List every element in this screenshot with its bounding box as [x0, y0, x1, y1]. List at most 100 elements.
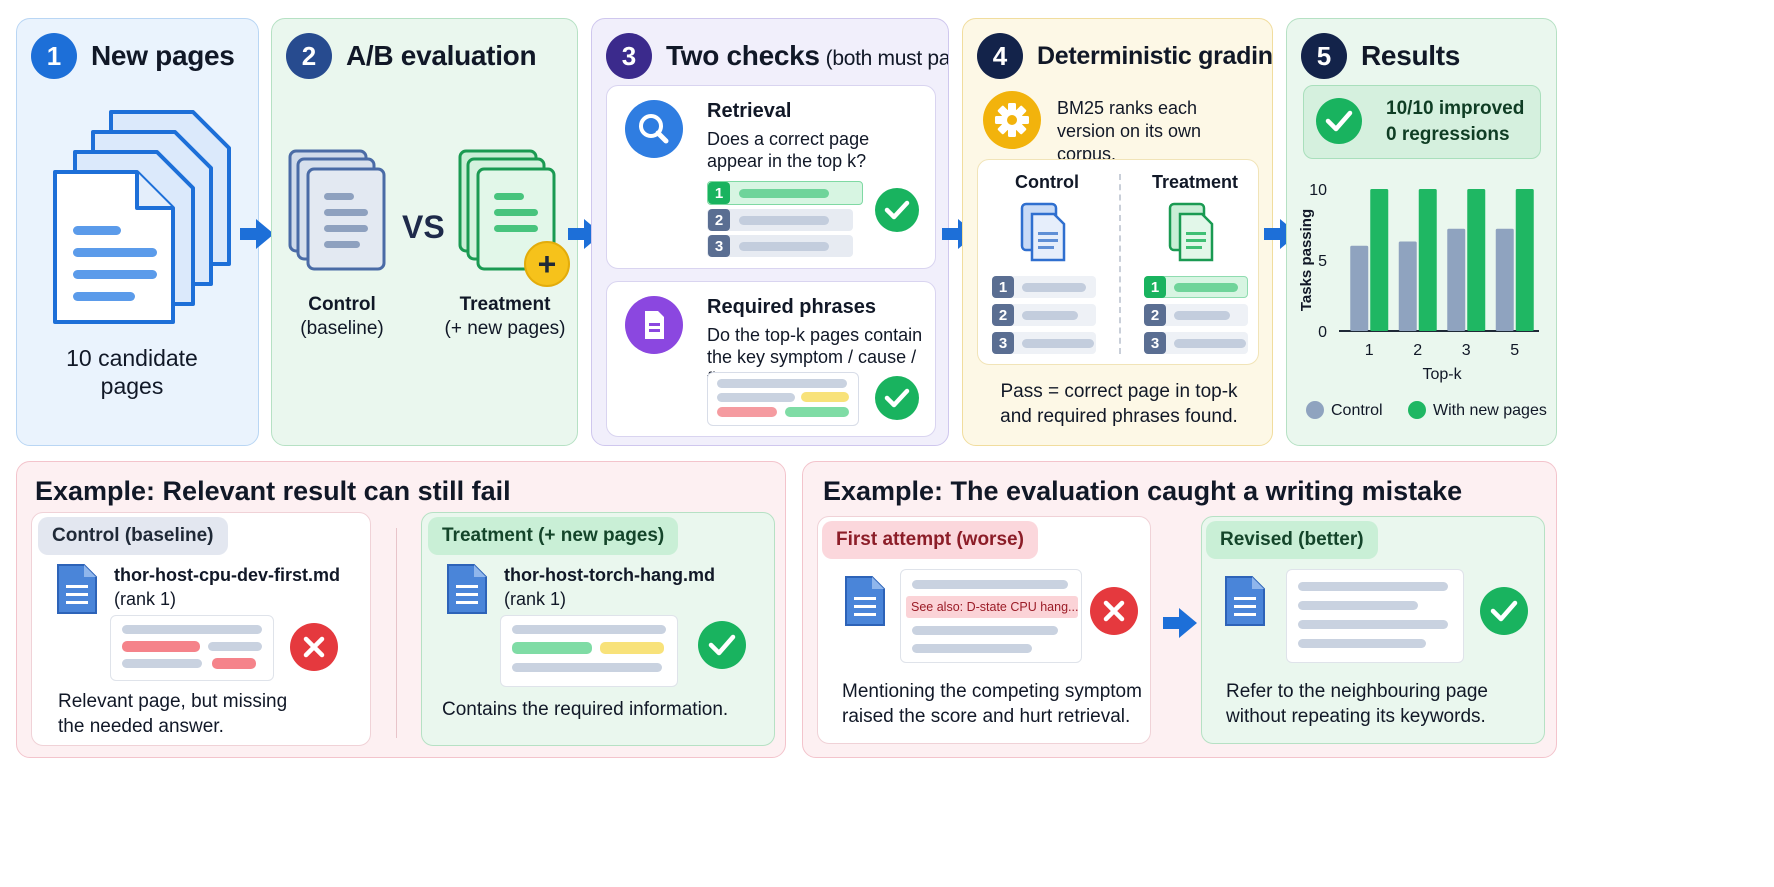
results-summary: 10/10 improved 0 regressions [1303, 85, 1541, 159]
grading-comparison-card: Control Treatment 1 2 3 1 2 3 [977, 159, 1259, 365]
document-icon [1225, 576, 1265, 626]
arrow-icon [568, 219, 602, 249]
rank-line [1174, 339, 1246, 348]
example-1-title: Example: Relevant result can still fail [35, 476, 511, 506]
rank-line [739, 242, 829, 251]
snippet-line [122, 625, 262, 634]
bar-treatment [1370, 189, 1389, 331]
document-icon [57, 564, 97, 614]
control-caption: Relevant page, but missing the needed an… [58, 691, 288, 737]
check-icon [1316, 98, 1362, 144]
divider [396, 528, 397, 738]
document-icon [447, 564, 487, 614]
highlight-phrase [785, 407, 849, 417]
panel-deterministic-grading: 4 Deterministic grading BM25 ranks each … [962, 18, 1273, 446]
snippet-line [912, 580, 1068, 589]
example-relevant-can-fail: Example: Relevant result can still fail … [16, 461, 786, 758]
x-tick-label: 3 [1462, 342, 1471, 359]
x-icon [1090, 587, 1138, 635]
snippet-line [717, 379, 847, 388]
treatment-rank: (rank 1) [504, 589, 567, 609]
rank-line [1174, 311, 1230, 320]
gear-icon [983, 91, 1041, 149]
treatment-file-name: thor-host-torch-hang.md [504, 565, 715, 585]
rank-number: 3 [992, 332, 1014, 354]
bar-treatment [1515, 189, 1534, 331]
step-5-number: 5 [1301, 33, 1347, 79]
step-5-header: 5 Results [1301, 33, 1460, 79]
check-icon [875, 188, 919, 232]
step-3-header: 3 Two checks(both must pass) [606, 33, 948, 79]
bar-control [1447, 228, 1466, 331]
step-3-number: 3 [606, 33, 652, 79]
x-tick-label: 5 [1510, 342, 1519, 359]
rank-number: 2 [1144, 304, 1166, 326]
bar-control [1398, 241, 1417, 331]
example-1-treatment-card: Treatment (+ new pages) thor-host-torch-… [421, 512, 775, 746]
example-1-control-card: Control (baseline) thor-host-cpu-dev-fir… [31, 512, 371, 746]
retrieval-question: Does a correct page appear in the top k? [707, 129, 870, 171]
competing-symptom-highlight: See also: D-state CPU hang... [906, 596, 1078, 618]
phrases-question: Do the top-k pages contain the key sympt… [707, 325, 923, 389]
snippet-line [717, 393, 795, 402]
highlight-phrase [717, 407, 777, 417]
first-attempt-caption: Mentioning the competing symptom raised … [842, 681, 1142, 727]
step-1-title: New pages [91, 40, 235, 71]
step-4-title: Deterministic grading [1037, 41, 1273, 70]
arrow-icon [942, 219, 976, 249]
snippet-line [1298, 639, 1426, 648]
check-icon [875, 376, 919, 420]
step-2-title: A/B evaluation [346, 40, 537, 71]
bar-control [1495, 228, 1514, 331]
snippet-line [512, 663, 662, 672]
treatment-label: Treatment [459, 294, 551, 315]
snippet-line [1298, 620, 1448, 629]
phrases-check-card: Required phrases Do the top-k pages cont… [606, 281, 936, 437]
bm25-note: BM25 ranks each version on its own corpu… [1057, 98, 1202, 164]
rank-number: 1 [992, 276, 1014, 298]
treatment-sublabel: (+ new pages) [444, 318, 566, 339]
snippet-line [912, 644, 1032, 653]
summary-improved: 10/10 improved [1386, 98, 1525, 119]
found-phrase [512, 642, 592, 654]
revised-caption: Refer to the neighbouring page without r… [1226, 681, 1488, 727]
snippet-line [1298, 582, 1448, 591]
vs-label: VS [402, 209, 445, 245]
control-file-name: thor-host-cpu-dev-first.md [114, 565, 340, 585]
rank-number: 2 [708, 209, 730, 231]
bar-treatment [1418, 189, 1437, 331]
rank-line [739, 189, 829, 198]
bar-treatment [1467, 189, 1486, 331]
check-icon [698, 621, 746, 669]
rank-number: 3 [708, 235, 730, 257]
step-2-number: 2 [286, 33, 332, 79]
panel-new-pages: 1 New pages 10 candidate pages [16, 18, 259, 446]
candidate-pages-caption: 10 candidate pages [66, 345, 198, 399]
y-tick-label: 10 [1309, 182, 1327, 199]
x-icon [290, 623, 338, 671]
control-document-icon [288, 149, 386, 271]
panel-ab-evaluation: 2 A/B evaluation VS + Control (baseline) [271, 18, 578, 446]
snippet-line [122, 659, 202, 668]
x-tick-label: 1 [1365, 342, 1374, 359]
rank-line [1022, 339, 1094, 348]
y-tick-label: 0 [1318, 324, 1327, 341]
summary-regressions: 0 regressions [1386, 124, 1510, 145]
search-icon [625, 100, 683, 158]
rank-line [1022, 283, 1086, 292]
control-sublabel: (baseline) [300, 318, 384, 339]
rank-line [739, 216, 829, 225]
x-axis-label: Top-k [1422, 366, 1462, 383]
control-document-icon [1020, 202, 1066, 262]
panel-two-checks: 3 Two checks(both must pass) Retrieval D… [591, 18, 949, 446]
revised-badge: Revised (better) [1206, 521, 1378, 559]
found-phrase [600, 642, 664, 654]
step-5-title: Results [1361, 40, 1461, 71]
rank-line [1174, 283, 1238, 292]
step-4-header: 4 Deterministic grading [977, 33, 1273, 79]
legend-swatch-treatment [1408, 401, 1426, 419]
control-badge: Control (baseline) [38, 517, 228, 555]
revised-card: Revised (better) Refer to the neighbouri… [1201, 516, 1545, 744]
arrow-icon [1163, 608, 1197, 638]
